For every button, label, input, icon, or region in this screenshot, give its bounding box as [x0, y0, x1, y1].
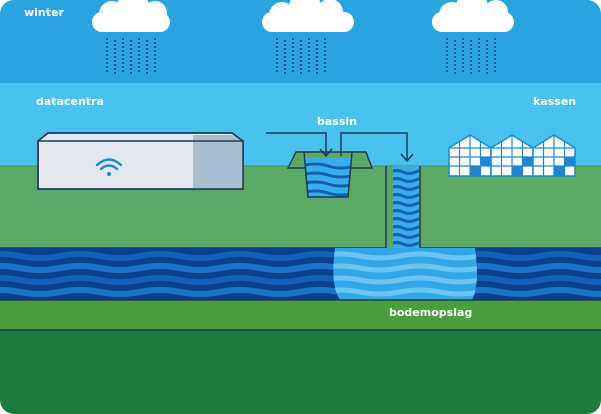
arrow-down-icon — [266, 132, 333, 158]
season-label: winter — [24, 6, 64, 19]
arrow-down-icon — [340, 132, 414, 163]
rain-drops — [446, 38, 496, 74]
greenhouses — [448, 134, 576, 177]
soil-layer-light — [0, 300, 601, 330]
rain-drops — [106, 38, 156, 74]
cloud-icon — [92, 0, 170, 32]
basin — [303, 151, 353, 198]
datacenter-building — [37, 132, 244, 190]
soil-layer-dark — [0, 330, 601, 414]
aquifer-label: bodemopslag — [389, 306, 473, 319]
cloud-icon — [432, 0, 514, 32]
datacenter-label: datacentra — [36, 95, 104, 108]
rain-drops — [276, 38, 326, 74]
basin-label: bassin — [317, 115, 357, 128]
well-pipe — [393, 166, 419, 248]
wifi-icon — [95, 158, 123, 176]
cloud-icon — [262, 0, 354, 32]
water-plume — [333, 248, 477, 300]
greenhouses-label: kassen — [533, 95, 577, 108]
